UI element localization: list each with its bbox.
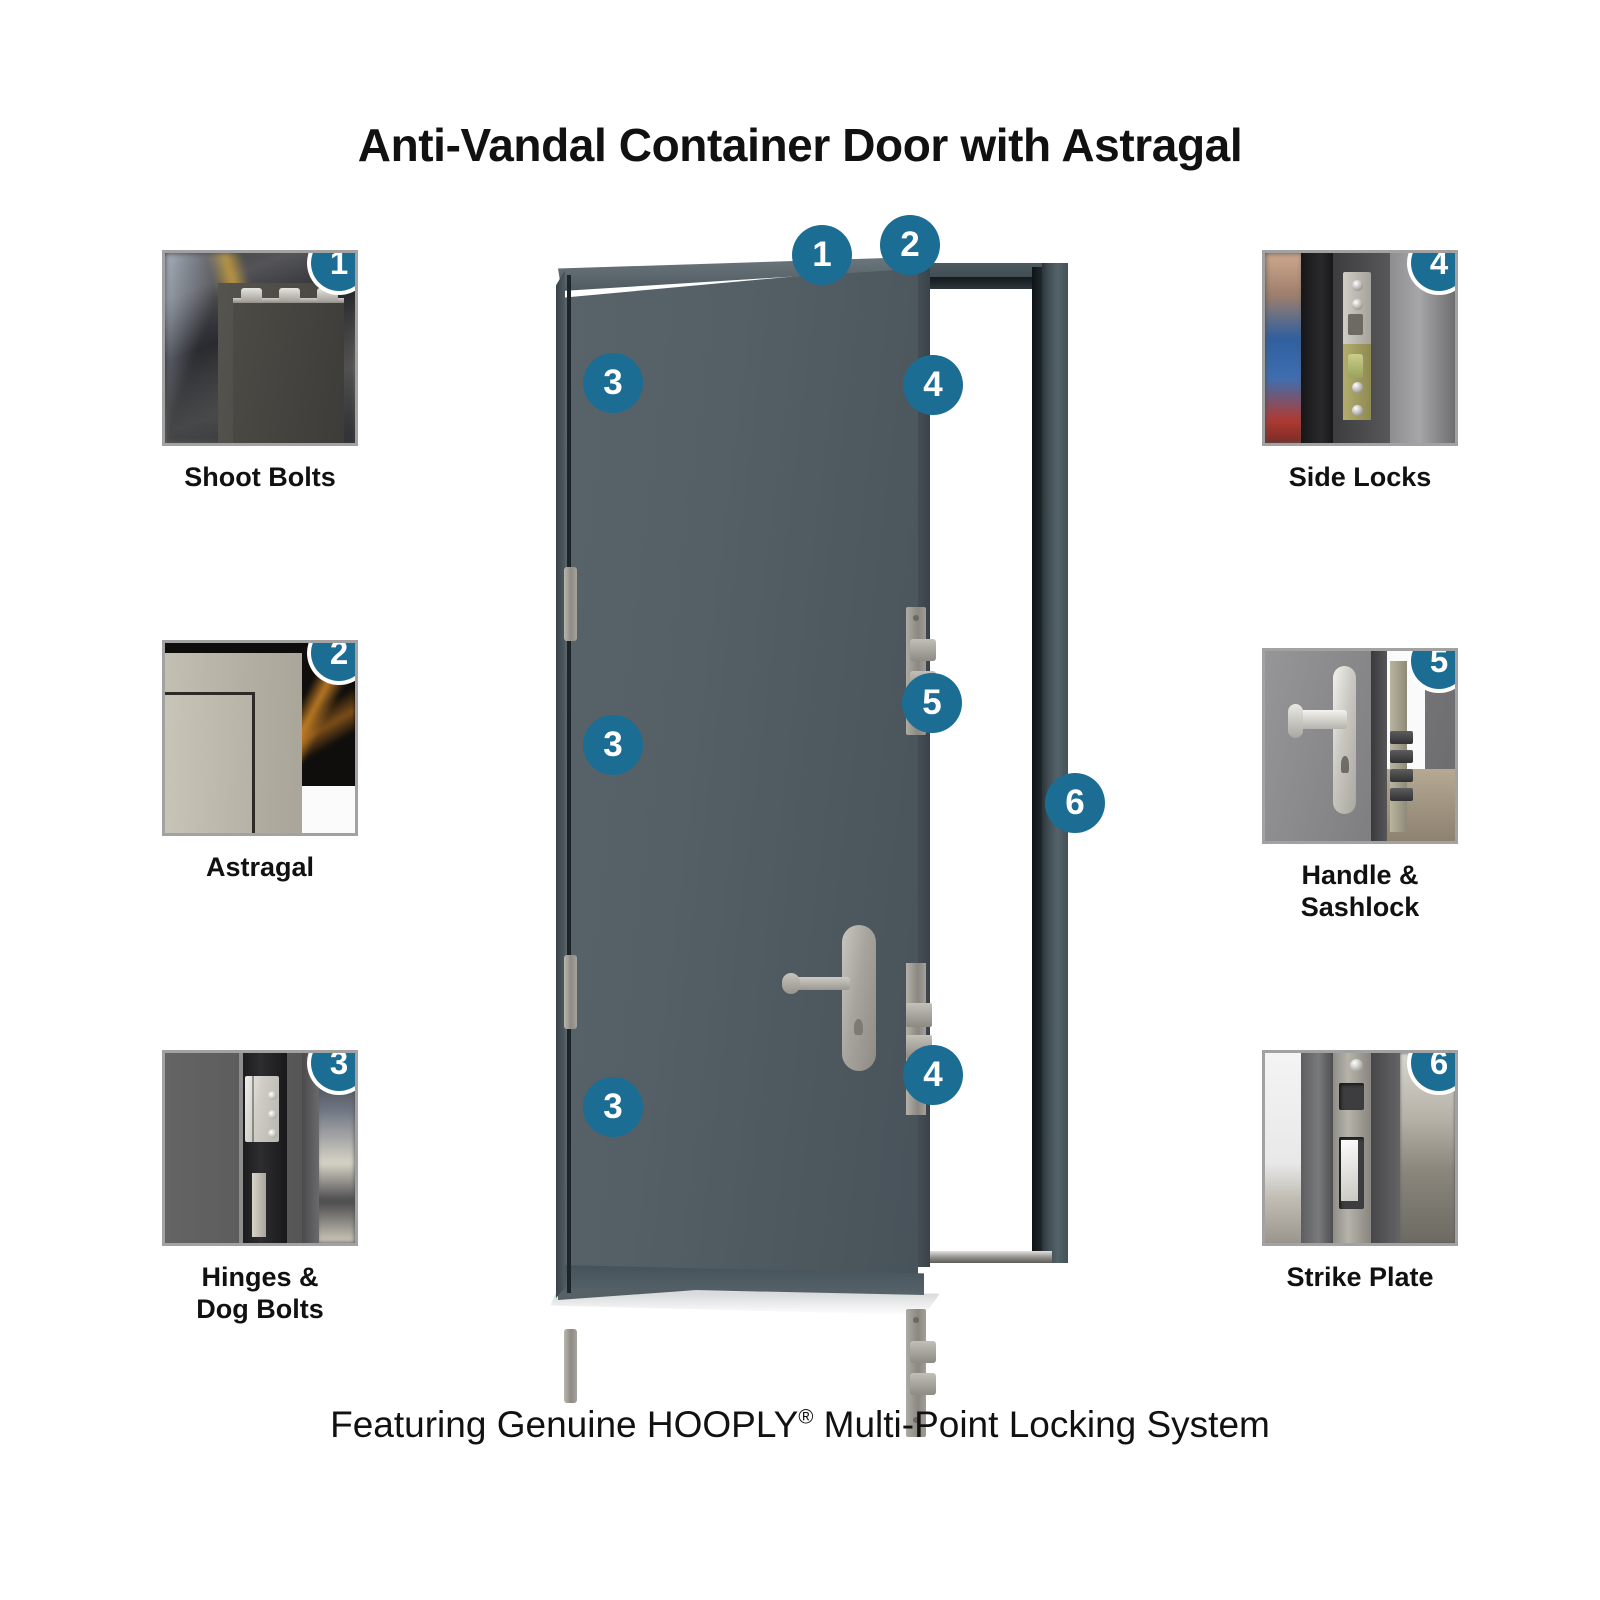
page-caption: Featuring Genuine HOOPLY® Multi-Point Lo… bbox=[0, 1404, 1600, 1446]
shoot-bolts-photo: 1 bbox=[162, 250, 358, 446]
door-threshold bbox=[912, 1251, 1052, 1263]
side-locks-photo: 4 bbox=[1262, 250, 1458, 446]
hinge-bottom-screw bbox=[913, 1317, 919, 1323]
frame-head-shadow bbox=[918, 277, 1044, 289]
feature-label-hinges-dog-bolts: Hinges & Dog Bolts bbox=[145, 1262, 375, 1325]
lock-keep bbox=[1390, 749, 1414, 764]
door-illustration: 1 2 3 3 3 4 4 5 6 bbox=[520, 215, 1120, 1437]
feature-label-line2: Sashlock bbox=[1300, 891, 1420, 922]
lock-slot bbox=[1347, 313, 1363, 335]
lock-screw bbox=[1352, 405, 1364, 416]
shoot-bolt-bottom bbox=[564, 1329, 577, 1403]
photo-top-shadow bbox=[165, 643, 302, 653]
lock-keep bbox=[1390, 768, 1414, 783]
lock-screw bbox=[1352, 382, 1364, 394]
door-handle-lever-tip bbox=[782, 973, 800, 994]
feature-badge-6: 6 bbox=[1411, 1053, 1455, 1091]
photo-wall bbox=[1265, 1053, 1303, 1243]
caption-suffix: Multi-Point Locking System bbox=[813, 1404, 1270, 1445]
shoot-bolt-middle bbox=[564, 955, 577, 1029]
door-handle-lever[interactable] bbox=[788, 977, 850, 990]
hinge-top-screw bbox=[913, 615, 919, 621]
sashlock-faceplate bbox=[1390, 660, 1408, 832]
feature-card-side-locks: 4 Side Locks bbox=[1245, 250, 1475, 494]
door-face bbox=[1265, 651, 1376, 841]
strike-plate-screw bbox=[1349, 1058, 1363, 1072]
keyhole bbox=[854, 1019, 863, 1035]
lock-screw bbox=[1352, 279, 1364, 291]
shoot-bolt-top bbox=[564, 567, 577, 641]
feature-card-hinges-dog-bolts: 3 Hinges & Dog Bolts bbox=[145, 1050, 375, 1325]
door-callout-3-bottom: 3 bbox=[583, 1077, 643, 1137]
hinge-top-knuckle bbox=[910, 639, 936, 661]
feature-label-line1: Hinges & bbox=[201, 1262, 319, 1292]
door-edge bbox=[1371, 651, 1387, 841]
feature-label-shoot-bolts: Shoot Bolts bbox=[184, 462, 336, 492]
door-panel-front bbox=[233, 298, 344, 443]
handle-sashlock-photo: 5 bbox=[1262, 648, 1458, 844]
door-callout-4-top: 4 bbox=[903, 355, 963, 415]
lock-bolt-green bbox=[1347, 353, 1363, 379]
feature-label-astragal: Astragal bbox=[205, 852, 315, 882]
door-opening bbox=[918, 285, 1034, 1255]
feature-card-shoot-bolts: 1 Shoot Bolts bbox=[145, 250, 375, 494]
strike-plate-photo: 6 bbox=[1262, 1050, 1458, 1246]
page-title: Anti-Vandal Container Door with Astragal bbox=[357, 119, 1243, 171]
feature-label-line2: Dog Bolts bbox=[196, 1293, 324, 1324]
dog-bolt bbox=[252, 1172, 266, 1238]
door-callout-5: 5 bbox=[902, 673, 962, 733]
hinge-bottom-knuckle bbox=[910, 1341, 936, 1363]
feature-card-strike-plate: 6 Strike Plate bbox=[1245, 1050, 1475, 1294]
hinges-dog-bolts-photo: 3 bbox=[162, 1050, 358, 1246]
hinge-screw bbox=[267, 1091, 277, 1100]
door-handle-lever bbox=[1289, 709, 1347, 729]
feature-label-handle-sashlock: Handle & Sashlock bbox=[1245, 860, 1475, 923]
handle-backplate bbox=[1333, 666, 1357, 815]
door-callout-3-middle: 3 bbox=[583, 715, 643, 775]
registered-trademark-icon: ® bbox=[798, 1406, 814, 1429]
lock-keep bbox=[1390, 787, 1414, 802]
feature-card-astragal: 2 Astragal bbox=[145, 640, 375, 884]
frame-jamb-shadow bbox=[1032, 267, 1044, 1262]
shoot-bolt-cap bbox=[279, 288, 300, 302]
lock-keep bbox=[1390, 730, 1414, 745]
keyhole bbox=[1341, 755, 1349, 773]
handle-lever-tip bbox=[1287, 704, 1303, 739]
photo-bokeh bbox=[1265, 253, 1303, 443]
door-callout-3-top: 3 bbox=[583, 353, 643, 413]
hinge-screw bbox=[267, 1129, 277, 1138]
strike-hole bbox=[1339, 1083, 1364, 1110]
strike-hole-highlight bbox=[1341, 1140, 1359, 1202]
feature-label-strike-plate: Strike Plate bbox=[1286, 1262, 1434, 1292]
door-handle-backplate[interactable] bbox=[842, 925, 876, 1071]
caption-prefix: Featuring Genuine HOOPLY bbox=[330, 1404, 799, 1445]
door-callout-6: 6 bbox=[1045, 773, 1105, 833]
door-leaf-face bbox=[558, 265, 918, 1300]
door-callout-2: 2 bbox=[880, 215, 940, 275]
feature-label-line1: Handle & bbox=[1301, 860, 1419, 890]
door-callout-4-bottom: 4 bbox=[903, 1045, 963, 1105]
door-hinge-stile-shadow bbox=[556, 270, 565, 1298]
frame-jamb-right bbox=[1042, 263, 1068, 1263]
lock-screw bbox=[1352, 298, 1364, 310]
feature-label-side-locks: Side Locks bbox=[1288, 462, 1432, 492]
door-gap-dark bbox=[1301, 253, 1336, 443]
feature-card-handle-sashlock: 5 Handle & Sashlock bbox=[1245, 648, 1475, 923]
astragal-photo: 2 bbox=[162, 640, 358, 836]
astragal-overlap bbox=[165, 692, 256, 833]
frame-jamb bbox=[301, 1053, 319, 1243]
astragal-line bbox=[567, 275, 571, 1293]
door-gap bbox=[239, 1053, 244, 1243]
shoot-bolt-cap bbox=[241, 288, 262, 302]
hinge-bottom-screw bbox=[913, 1417, 919, 1423]
hinge-bottom-knuckle bbox=[910, 1373, 936, 1395]
door-callout-1: 1 bbox=[792, 225, 852, 285]
frame-jamb-right bbox=[1371, 1053, 1400, 1243]
hinge-knuckle-line bbox=[252, 1075, 255, 1143]
multipoint-lock-keep bbox=[906, 1003, 932, 1027]
hinge-screw bbox=[267, 1110, 277, 1119]
shoot-bolt-cap bbox=[317, 288, 338, 302]
frame-jamb-left bbox=[1301, 1053, 1334, 1243]
